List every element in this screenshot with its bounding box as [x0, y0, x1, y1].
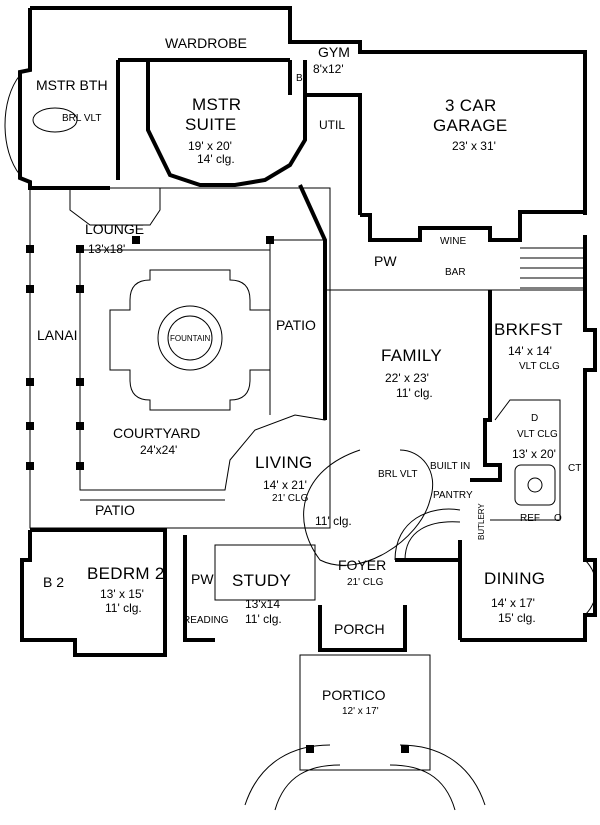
b2-label: B 2 [43, 574, 65, 590]
garage-stairs [520, 247, 585, 289]
pw-label-2: PW [191, 571, 214, 587]
family-ceiling: 11' clg. [396, 386, 433, 400]
brkfst-ceiling: VLT CLG [519, 361, 560, 372]
butlery-label: BUTLERY [477, 503, 486, 540]
wine-label: WINE [440, 236, 467, 247]
oven-label: O [554, 513, 562, 524]
fountain-label: FOUNTAIN [170, 334, 211, 343]
bar-label: BAR [445, 267, 466, 278]
columns [26, 236, 409, 753]
mstr-suite-size: 19' x 20' [188, 139, 232, 153]
study-wall [183, 535, 215, 642]
family-size: 22' x 23' [385, 371, 429, 385]
foyer-label: FOYER [338, 557, 387, 573]
dining-size: 14' x 17' [491, 596, 535, 610]
porch-wall [318, 605, 407, 652]
kitchen-wall [470, 290, 502, 482]
lanai-outline [29, 187, 331, 529]
garage-label-2: GARAGE [433, 116, 508, 135]
garage-label-1: 3 CAR [445, 96, 497, 115]
mstr-suite-ceiling: 14' clg. [197, 152, 235, 166]
hall-curve [303, 449, 434, 566]
gym-label: GYM [318, 44, 350, 60]
brl-vlt-label: BRL VLT [378, 469, 418, 480]
gym-size: 8'x12' [313, 62, 344, 76]
fountain-ornament [109, 269, 271, 411]
hall-ceiling: 11' clg. [315, 514, 352, 528]
kitchen-d: D [531, 413, 539, 424]
study-label: STUDY [232, 571, 292, 590]
bedrm2-ceiling: 11' clg. [105, 601, 142, 615]
porch-label: PORCH [334, 621, 385, 637]
mstr-suite-label-1: MSTR [192, 95, 242, 114]
family-label: FAMILY [381, 346, 443, 365]
living-size: 14' x 21' [263, 478, 307, 492]
portico-outline [299, 654, 431, 771]
top-wall [30, 6, 587, 215]
courtyard-size: 24'x24' [140, 443, 178, 457]
foyer-staircase [394, 508, 461, 561]
lounge-label: LOUNGE [85, 221, 145, 237]
lanai-label: LANAI [37, 327, 78, 343]
dining-label: DINING [484, 569, 546, 588]
family-wall [298, 184, 327, 420]
bedroom-wall [20, 528, 167, 657]
garage-size: 23' x 31' [452, 139, 496, 153]
study-ceiling: 11' clg. [245, 612, 282, 626]
bathtub [32, 107, 78, 133]
bi-label: BI [296, 73, 306, 84]
built-in-label: BUILT IN [430, 461, 471, 472]
brkfst-label: BRKFST [494, 320, 563, 339]
kitchen-island [514, 464, 556, 506]
lounge-size: 13'x18' [88, 242, 126, 256]
mstr-bath-label: MSTR BTH [36, 77, 108, 93]
mstr-bath-brl-vlt: BRL VLT [62, 113, 102, 124]
util-wall [305, 93, 362, 215]
mstr-suite-label-2: SUITE [185, 115, 237, 134]
garage-wall [360, 210, 585, 242]
bedrm2-size: 13' x 15' [100, 587, 144, 601]
portico-stairs [244, 744, 486, 811]
portico-size: 12' x 17' [342, 706, 379, 717]
pantry-label: PANTRY [433, 490, 473, 501]
brkfst-size: 14' x 14' [508, 344, 552, 358]
reading-label: READING [183, 615, 229, 626]
master-wing-wall [18, 8, 110, 190]
courtyard-label: COURTYARD [113, 425, 201, 441]
suite-wall [146, 60, 307, 187]
kitchen-ceiling: VLT CLG [517, 429, 558, 440]
living-ceiling: 21' CLG [272, 493, 309, 504]
patio-bottom-label: PATIO [95, 502, 135, 518]
wardrobe-label: WARDROBE [165, 35, 247, 51]
portico-label: PORTICO [322, 687, 386, 703]
pw-label-1: PW [374, 253, 397, 269]
bedrm2-label: BEDRM 2 [87, 564, 165, 583]
living-label: LIVING [255, 453, 313, 472]
patio-right-label: PATIO [276, 317, 316, 333]
util-label: UTIL [319, 118, 346, 132]
ref-label: REF [520, 513, 540, 524]
kitchen-ct: CT [568, 463, 582, 474]
kitchen-size: 13' x 20' [512, 447, 556, 461]
foyer-ceiling: 21' CLG [347, 577, 384, 588]
dining-ceiling: 15' clg. [498, 611, 536, 625]
study-size: 13'x14 [245, 597, 280, 611]
